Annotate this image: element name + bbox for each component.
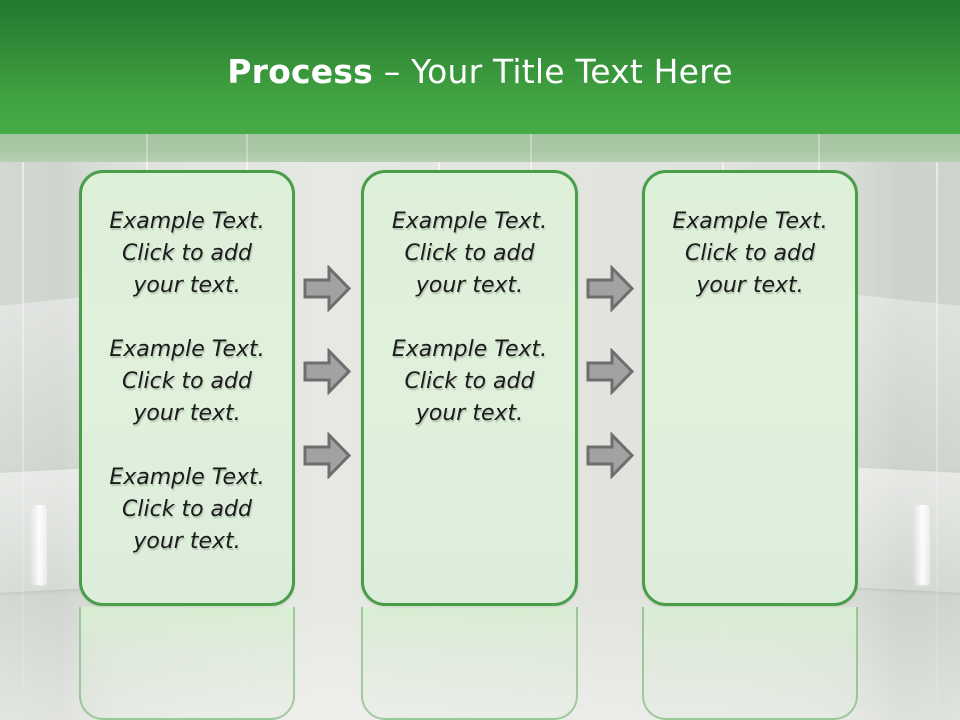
background-highlight-right (850, 294, 960, 486)
reflection-column-2 (361, 607, 578, 720)
right-arrow-icon[interactable] (586, 348, 634, 395)
right-arrow-icon[interactable] (586, 265, 634, 312)
title-band-seam-3 (530, 134, 532, 162)
text-placeholder[interactable]: Example Text. Click to add your text. (672, 209, 828, 298)
process-box-3[interactable]: Example Text. Click to add your text. (642, 170, 858, 606)
background-shadow-band-right (840, 134, 960, 720)
page-title-bold: Process (227, 52, 373, 91)
text-placeholder[interactable]: Example Text. Click to add your text. (391, 209, 548, 298)
process-box-1-content: Example Text. Click to add your text. Ex… (82, 206, 292, 558)
text-placeholder[interactable]: Example Text. Click to add your text. (109, 209, 265, 298)
title-band-seam-2 (246, 134, 248, 162)
text-placeholder[interactable]: Example Text. Click to add your text. (109, 337, 265, 426)
right-arrow-icon[interactable] (303, 265, 351, 312)
page-title-separator: – (373, 52, 412, 91)
background-panel-handle-left (33, 505, 47, 585)
process-box-3-content: Example Text. Click to add your text. (645, 206, 855, 302)
process-box-2[interactable]: Example Text. Click to add your text. Ex… (361, 170, 578, 606)
reflection-body (79, 607, 295, 720)
reflection-column-1 (79, 607, 295, 720)
right-arrow-icon[interactable] (586, 432, 634, 479)
page-title: Process – Your Title Text Here (0, 52, 960, 92)
background-seam-1 (22, 134, 24, 720)
background-panel-right (840, 466, 960, 594)
background-seam-8 (936, 134, 938, 720)
right-arrow-icon[interactable] (303, 432, 351, 479)
reflection-column-3 (642, 607, 858, 720)
page-title-rest: Your Title Text Here (411, 52, 733, 91)
text-placeholder[interactable]: Example Text. Click to add your text. (391, 337, 548, 426)
process-box-2-content: Example Text. Click to add your text. Ex… (364, 206, 575, 430)
reflection-body (361, 607, 578, 720)
title-band-seam-4 (818, 134, 820, 162)
reflection-body (642, 607, 858, 720)
title-banner (0, 0, 960, 134)
right-arrow-icon[interactable] (303, 348, 351, 395)
background-panel-handle-right (916, 505, 930, 585)
title-banner-accent-band (0, 134, 960, 162)
text-placeholder[interactable]: Example Text. Click to add your text. (109, 465, 265, 554)
title-band-seam-1 (146, 134, 148, 162)
process-box-1[interactable]: Example Text. Click to add your text. Ex… (79, 170, 295, 606)
